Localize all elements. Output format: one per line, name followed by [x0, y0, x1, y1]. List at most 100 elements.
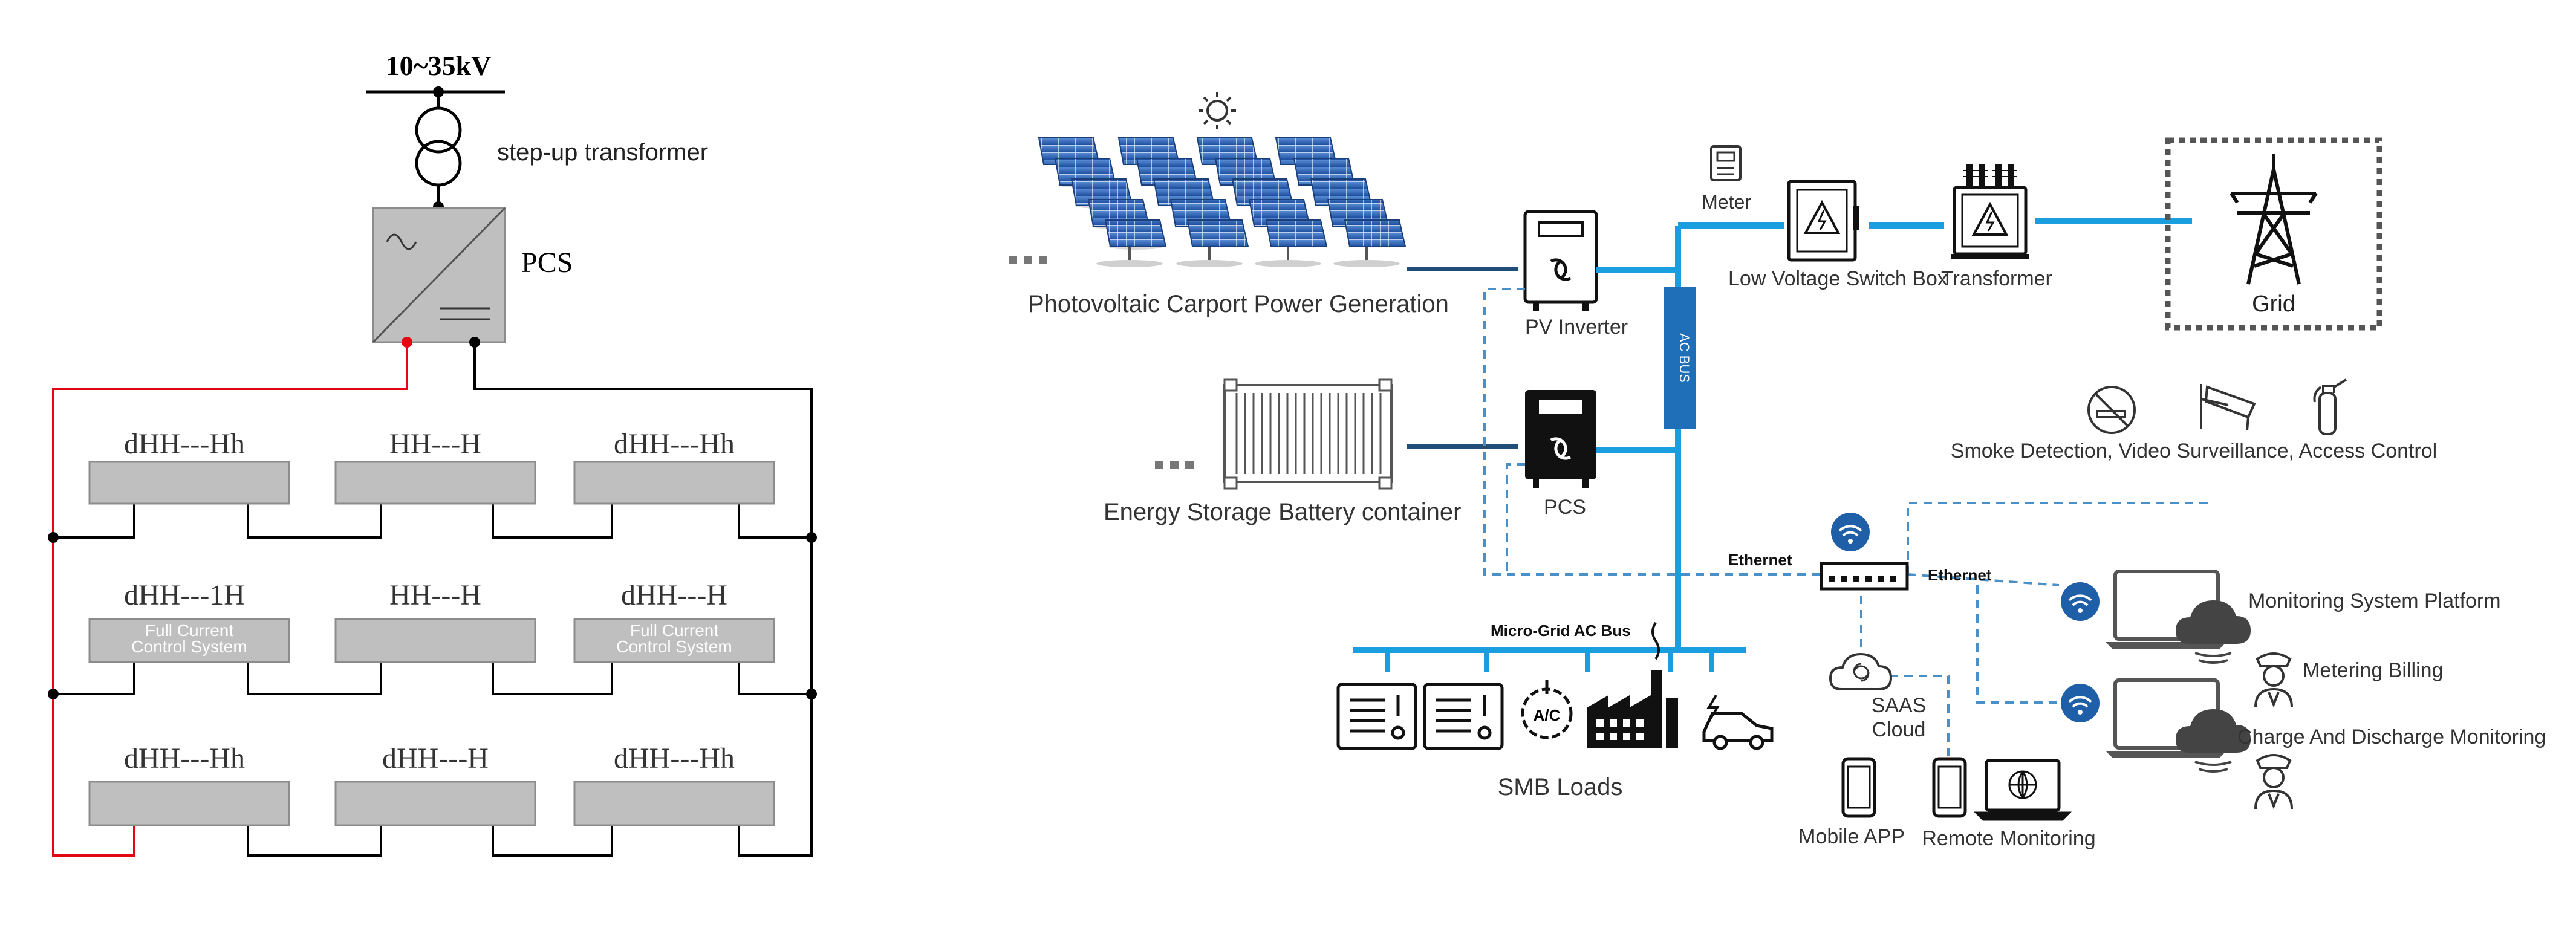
more-dots-icon	[1155, 461, 1194, 469]
pv-label: Photovoltaic Carport Power Generation	[1028, 291, 1449, 317]
battery-cluster-box	[573, 781, 775, 826]
network-lines	[1483, 288, 2213, 756]
appliance-icon	[1336, 683, 1417, 750]
battery-cluster-box	[573, 461, 775, 505]
control-system-label: Full Current	[630, 621, 718, 640]
battery-cluster-box	[334, 618, 536, 663]
cloud-icon	[1829, 652, 1893, 690]
battery-label: dHH---Hh	[124, 428, 245, 460]
solar-panel	[1104, 219, 1167, 247]
battery-label: dHH---Hh	[614, 742, 735, 774]
panel-shadow	[1096, 260, 1163, 267]
ac-bus-label: AC BUS	[1677, 333, 1692, 383]
laptop-cloud-icon	[2106, 678, 2251, 773]
storage-label: Energy Storage Battery container	[1104, 499, 1461, 525]
ethernet-label: Ethernet	[1928, 566, 1992, 584]
more-dots-icon	[1009, 256, 1047, 264]
battery-cluster-box	[88, 618, 290, 663]
battery-label: dHH---Hh	[614, 428, 735, 460]
charge-discharge-label: Charge And Discharge Monitoring	[2237, 725, 2546, 748]
no-smoking-icon	[2087, 386, 2136, 434]
appliance-icon	[1423, 683, 1504, 750]
battery-container-icon	[1223, 378, 1393, 490]
transformer-label: step-up transformer	[497, 139, 708, 166]
battery-label: dHH---H	[621, 579, 727, 611]
control-system-label: Control System	[131, 637, 247, 656]
battery-row-3: dHH---Hh dHH---H dHH---Hh	[88, 742, 775, 826]
factory-icon	[1587, 622, 1678, 748]
step-up-transformer-icon	[415, 106, 462, 187]
battery-cluster-box	[334, 781, 536, 826]
operator-icon	[2254, 652, 2293, 708]
wifi-icon	[1831, 513, 1870, 551]
dc-positive-line	[52, 342, 408, 857]
pcs-box	[372, 207, 506, 343]
mobile-app-label: Mobile APP	[1798, 825, 1905, 848]
panel-shadow	[1333, 260, 1400, 267]
battery-label: dHH---1H	[124, 579, 245, 611]
meter-label: Meter	[1702, 191, 1751, 213]
right-topology: Photovoltaic Carport Power Generation En…	[1009, 92, 2546, 850]
battery-cluster-box	[334, 461, 536, 505]
pcs-label: PCS	[521, 247, 573, 279]
loads-label: SMB Loads	[1498, 774, 1623, 800]
laptop-cloud-icon	[2106, 570, 2251, 664]
air-conditioner-icon: A/C	[1521, 680, 1573, 739]
solar-panel	[1186, 219, 1249, 247]
transformer-label: Transformer	[1941, 267, 2052, 290]
solar-carport-icon	[1038, 137, 1407, 267]
metering-billing-label: Metering Billing	[2303, 659, 2443, 682]
wifi-icon	[2061, 582, 2100, 621]
panel-shadow	[1176, 260, 1243, 267]
meter-icon	[1710, 145, 1742, 181]
monitoring-platform-label: Monitoring System Platform	[2248, 589, 2501, 612]
cctv-camera-icon	[2200, 384, 2256, 431]
pcs-label: PCS	[1544, 496, 1586, 519]
battery-row-1: dHH---Hh HH---H dHH---Hh	[88, 428, 775, 505]
safety-label: Smoke Detection, Video Surveillance, Acc…	[1951, 440, 2437, 462]
saas-label: SAAS	[1872, 694, 1927, 717]
ethernet-label: Ethernet	[1728, 551, 1792, 569]
battery-label: HH---H	[389, 428, 481, 460]
switch-box-icon	[1787, 180, 1859, 262]
transformer-icon	[1951, 164, 2029, 259]
operator-icon	[2254, 754, 2293, 810]
voltage-label: 10~35kV	[386, 50, 492, 81]
pv-inverter-icon	[1523, 210, 1598, 311]
mobile-phone-icon	[1841, 757, 1876, 818]
switch-box-label: Low Voltage Switch Box	[1728, 267, 1948, 290]
ac-symbol-icon	[386, 233, 417, 250]
ac-icon-label: A/C	[1534, 706, 1561, 724]
battery-cluster-box	[573, 618, 775, 663]
pv-inverter-label: PV Inverter	[1525, 316, 1628, 339]
battery-label: dHH---Hh	[124, 742, 245, 774]
solar-panel	[1265, 219, 1328, 247]
battery-row-2: dHH---1H HH---H dHH---H Full Current Con…	[88, 579, 775, 663]
remote-monitoring-label: Remote Monitoring	[1922, 827, 2095, 850]
microgrid-label: Micro-Grid AC Bus	[1491, 622, 1631, 640]
saas-label: Cloud	[1872, 718, 1926, 741]
grid-boundary	[2165, 137, 2382, 331]
transmission-tower-icon	[2230, 154, 2318, 285]
control-system-label: Full Current	[145, 621, 233, 640]
network-switch-icon	[1820, 562, 1909, 591]
sun-icon	[1199, 92, 1236, 129]
ac-bus-bar	[1664, 287, 1696, 429]
grid-label: Grid	[2252, 291, 2295, 317]
battery-cluster-box	[88, 461, 290, 505]
wifi-icon	[2061, 684, 2100, 722]
panel-shadow	[1255, 260, 1321, 267]
fire-extinguisher-icon	[2313, 378, 2347, 435]
solar-panel	[1344, 219, 1407, 247]
pcs-icon	[1525, 390, 1596, 488]
dc-negative-line	[473, 342, 813, 857]
remote-monitoring-icon	[1932, 757, 2072, 821]
battery-label: dHH---H	[382, 742, 489, 774]
control-system-label: Control System	[616, 637, 732, 656]
battery-label: HH---H	[389, 579, 481, 611]
left-topology: 10~35kV step-up transformer PCS	[48, 50, 817, 857]
ev-charging-icon	[1702, 694, 1774, 750]
battery-cluster-box	[88, 781, 290, 826]
